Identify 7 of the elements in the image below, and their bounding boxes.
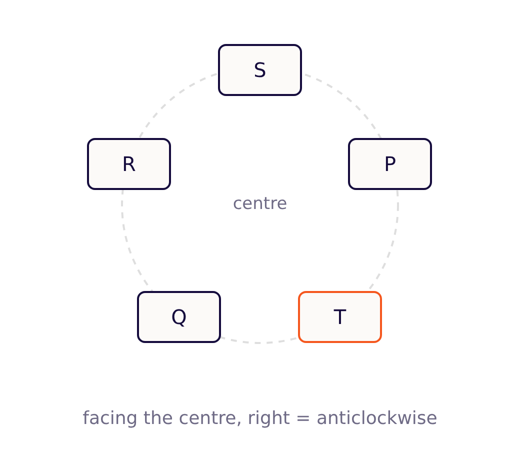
letter-box: S	[218, 44, 302, 96]
letter-box: R	[87, 138, 171, 190]
letter-box: Q	[137, 291, 221, 343]
letter-box: T	[298, 291, 382, 343]
letter-box: P	[348, 138, 432, 190]
centre-label: centre	[232, 194, 288, 214]
caption: facing the centre, right = anticlockwise	[82, 408, 438, 429]
